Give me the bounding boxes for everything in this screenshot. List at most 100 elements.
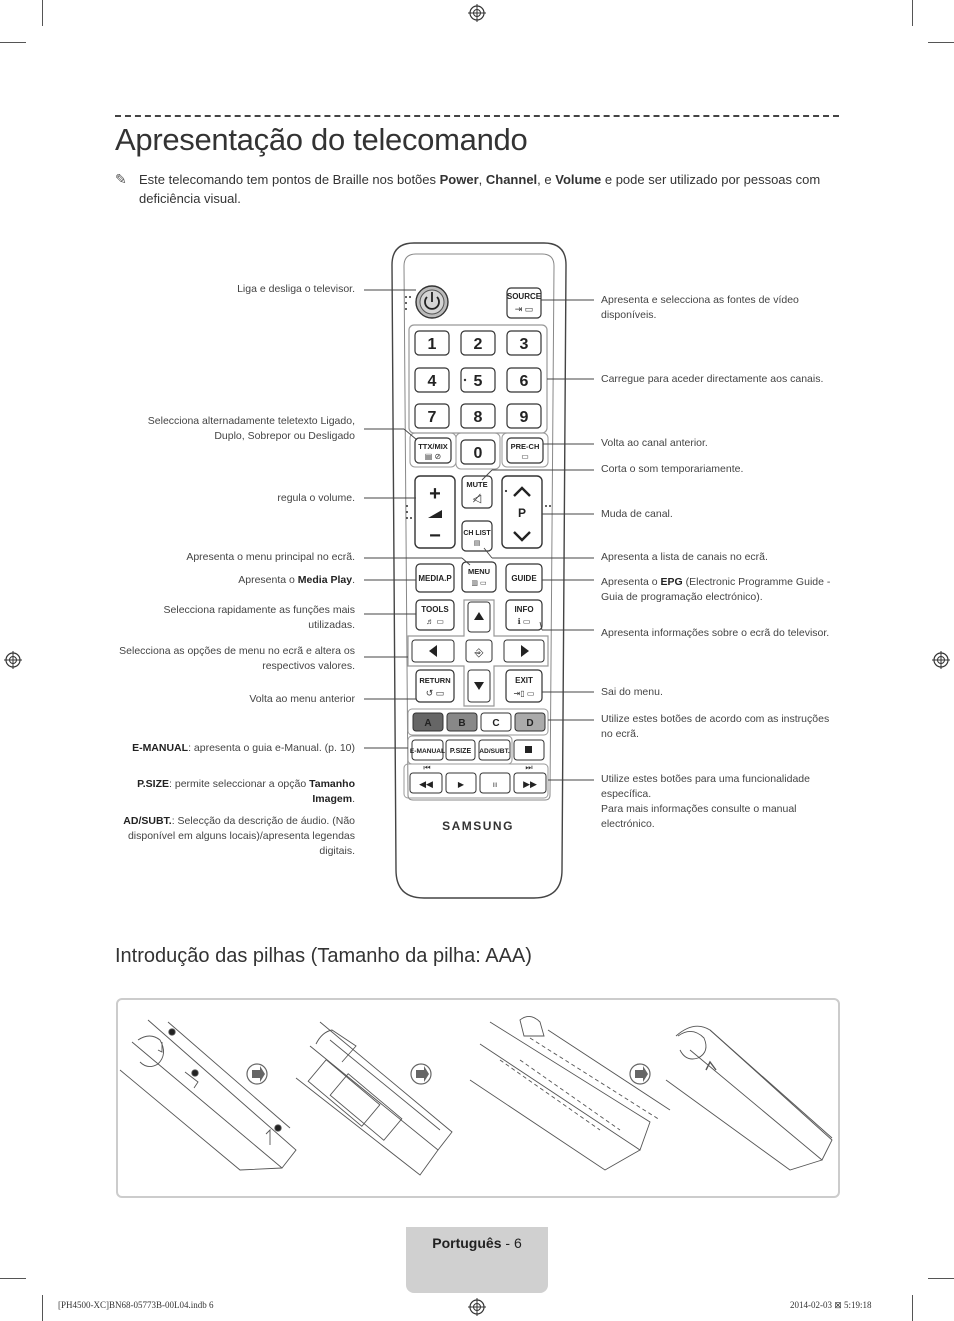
imprint-file: [PH4500-XC]BN68-05773B-00L04.indb 6: [58, 1300, 214, 1310]
label-digits: Carregue para aceder directamente aos ca…: [601, 373, 824, 385]
digit-button-6[interactable]: [506, 367, 542, 393]
tools-button: [415, 599, 455, 631]
label-channel: Muda de canal.: [601, 508, 673, 520]
svg-text:▤: ▤: [474, 540, 481, 547]
battery-illustrations: [119, 1016, 833, 1176]
svg-text:TTX/MIX: TTX/MIX: [418, 442, 448, 451]
leader-lines-left: [364, 289, 471, 749]
samsung-logo: SAMSUNG: [442, 819, 514, 833]
e-manual-button: [411, 739, 444, 761]
p-size-button: [445, 739, 476, 761]
channel-rocker: [501, 475, 543, 549]
crop-mark: [912, 1295, 913, 1321]
color-button-a[interactable]: [412, 712, 444, 732]
label-source: Apresenta e selecciona as fontes de víde…: [601, 294, 799, 321]
registration-mark-icon: [932, 651, 950, 669]
svg-text:▥ ▭: ▥ ▭: [471, 580, 486, 587]
color-button-label: B: [458, 718, 465, 729]
label-exit: Sai do menu.: [601, 686, 663, 698]
guide-button: [505, 563, 543, 593]
label-e-manual-ref: Para mais informações consulte o manual …: [601, 803, 797, 830]
color-button-d[interactable]: [514, 712, 546, 732]
svg-text:ℹ ▭: ℹ ▭: [518, 617, 531, 626]
svg-text:GUIDE: GUIDE: [511, 574, 537, 583]
return-button: [415, 669, 455, 703]
registration-mark-icon: [4, 651, 22, 669]
battery-step-4: [665, 1025, 833, 1171]
svg-text:PRE-CH: PRE-CH: [511, 442, 540, 451]
svg-text:P.SIZE: P.SIZE: [450, 748, 472, 755]
note-text: Este telecomando tem pontos de Braille n…: [139, 172, 821, 206]
svg-text:ıı: ıı: [493, 780, 497, 789]
svg-text:TOOLS: TOOLS: [421, 605, 449, 614]
fast-forward-button: [513, 772, 547, 794]
svg-text:▶▶: ▶▶: [523, 779, 537, 789]
volume-rocker: [414, 475, 456, 549]
color-button-label: D: [526, 718, 533, 729]
svg-text:▭: ▭: [521, 452, 529, 461]
battery-instructions-box: [116, 998, 840, 1198]
svg-text:⏮: ⏮: [423, 763, 430, 772]
color-button-label: C: [492, 718, 499, 729]
svg-text:EXIT: EXIT: [515, 676, 533, 685]
label-e-manual: E-MANUAL: apresenta o guia e-Manual. (p.…: [132, 742, 355, 754]
label-p-size: P.SIZE: permite seleccionar a opção Tama…: [137, 778, 355, 805]
crop-mark: [912, 0, 913, 26]
label-tools: Selecciona rapidamente as funções mais u…: [163, 604, 355, 631]
nav-enter-button: [465, 639, 493, 663]
label-ch-list: Apresenta a lista de canais no ecrã.: [601, 551, 768, 563]
digit-label: 3: [520, 336, 529, 353]
ch-list-button: [461, 520, 493, 552]
digit-label: 9: [520, 409, 529, 426]
digit-button-3[interactable]: [506, 330, 542, 356]
svg-text:RETURN: RETURN: [419, 676, 450, 685]
label-volume: regula o volume.: [277, 492, 355, 504]
svg-text:⇥ ▭: ⇥ ▭: [515, 304, 534, 314]
digit-button-1[interactable]: [414, 330, 450, 356]
digit-button-2[interactable]: [460, 330, 496, 356]
digit-button-5[interactable]: [460, 367, 496, 393]
mute-button: [461, 475, 493, 509]
registration-mark-icon: [468, 4, 486, 22]
page-number: Português - 6: [432, 1235, 522, 1251]
svg-text:⏭: ⏭: [525, 763, 532, 772]
svg-text:P: P: [518, 506, 526, 520]
digit-button-9[interactable]: [506, 403, 542, 429]
braille-dot: [463, 378, 467, 382]
digit-button-7[interactable]: [414, 403, 450, 429]
svg-text:↺ ▭: ↺ ▭: [426, 688, 445, 698]
pre-ch-button: [506, 437, 544, 464]
svg-text:MENU: MENU: [468, 567, 490, 576]
svg-text:CH LIST: CH LIST: [463, 530, 491, 537]
svg-text:+: +: [429, 483, 441, 505]
svg-text:−: −: [429, 525, 441, 547]
imprint-date: 2014-02-03 ⊠ 5:19:18: [790, 1300, 872, 1310]
digit-label: 6: [520, 373, 529, 390]
svg-text:E-MANUAL: E-MANUAL: [410, 748, 445, 755]
digit-button-0[interactable]: [460, 439, 496, 465]
digit-label: 2: [474, 336, 483, 353]
ttx-mix-button: [414, 437, 452, 464]
svg-text:◁̸: ◁̸: [472, 493, 482, 505]
crop-mark: [0, 42, 26, 43]
digit-label: 7: [428, 409, 437, 426]
crop-mark: [0, 1278, 26, 1279]
digit-button-8[interactable]: [460, 403, 496, 429]
svg-text:◀◀: ◀◀: [419, 779, 433, 789]
label-return: Volta ao menu anterior: [249, 693, 355, 705]
arrow-circles: [246, 1063, 651, 1085]
media-play-button: [415, 563, 455, 593]
pause-button: [479, 772, 511, 794]
pencil-note-icon: ✎: [115, 171, 127, 187]
color-button-b[interactable]: [446, 712, 478, 732]
svg-text:▤ ⊘: ▤ ⊘: [425, 452, 441, 461]
digit-button-4[interactable]: [414, 367, 450, 393]
svg-text:MEDIA.P: MEDIA.P: [418, 574, 452, 583]
color-button-c[interactable]: [480, 712, 512, 732]
source-label: SOURCE: [507, 292, 542, 301]
digit-label: 4: [428, 373, 437, 390]
remote-panel: [403, 253, 555, 801]
digit-label: 1: [428, 336, 437, 353]
